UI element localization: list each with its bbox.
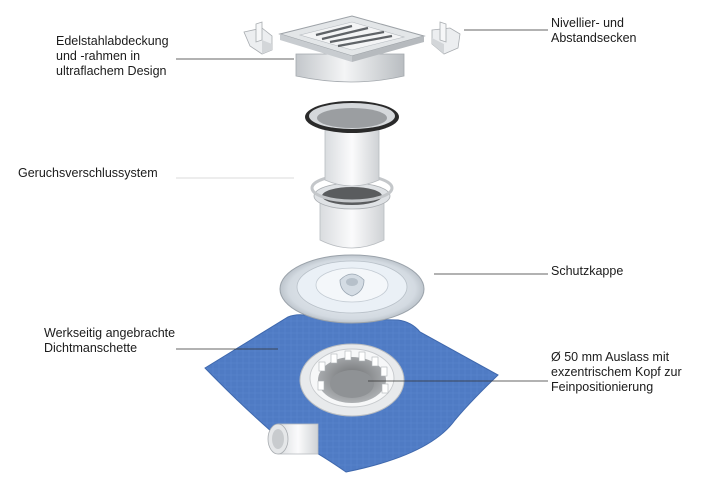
odour-trap: [305, 101, 399, 249]
stainless-cover-frame: [278, 15, 426, 83]
label-odour-trap: Geruchsverschlussystem: [18, 166, 158, 180]
label-outlet: Ø 50 mm Auslass mit exzentrischem Kopf z…: [551, 350, 682, 394]
drain-body: [299, 343, 405, 417]
protective-cap: [279, 254, 425, 324]
leveling-corner-left: [243, 21, 273, 55]
label-protective-cap: Schutzkappe: [551, 264, 624, 278]
label-sealing-membrane: Werkseitig angebrachte Dichtmanschette: [44, 326, 176, 355]
leveling-corner-right: [431, 21, 461, 55]
outlet-pipe: [267, 423, 319, 455]
label-leveling-corners: Nivellier- und Abstandsecken: [551, 16, 637, 45]
label-cover-frame: Edelstahlabdeckung und -rahmen in ultraf…: [56, 34, 169, 78]
